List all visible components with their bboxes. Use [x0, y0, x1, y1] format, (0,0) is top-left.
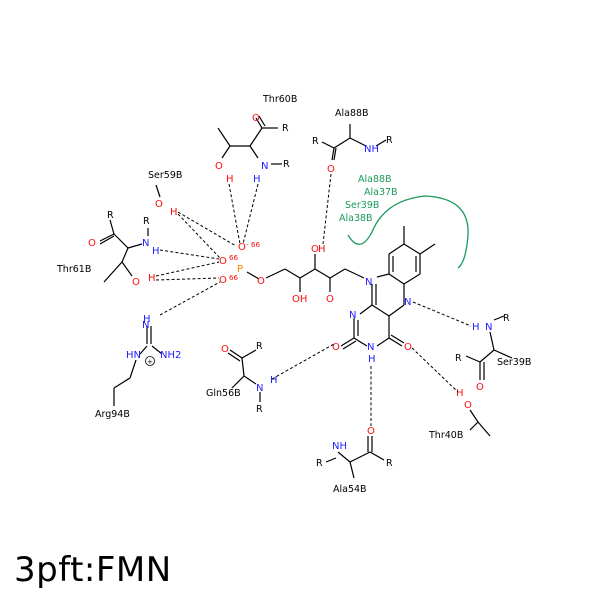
hydrophobic-residue-labels: Ala88B Ala37B Ser39B Ala38B: [339, 174, 398, 224]
hydrophobic-label-ala38b: Ala38B: [339, 213, 373, 224]
svg-text:O: O: [215, 161, 223, 172]
residue-label-thr60b: Thr60B: [262, 94, 297, 105]
phosphate-oxygen-1: O: [238, 242, 246, 253]
svg-text:O: O: [155, 199, 163, 210]
svg-text:R: R: [256, 341, 263, 352]
isoalloxazine-o2: O: [332, 342, 340, 353]
svg-text:O: O: [132, 277, 140, 288]
svg-text:O: O: [88, 238, 96, 249]
hydrophobic-label-ala88b: Ala88B: [358, 174, 392, 185]
isoalloxazine-n1: N: [349, 310, 356, 321]
residue-thr40b: H O Thr40B: [428, 388, 491, 441]
svg-text:R: R: [312, 136, 319, 147]
isoalloxazine-o4: O: [404, 342, 412, 353]
hydrophobic-contact-arc: [347, 195, 469, 269]
svg-text:N: N: [485, 322, 492, 333]
ribityl-carbonyl-oxygen: O: [326, 294, 334, 305]
positive-charge-marker: [145, 356, 155, 366]
ribityl-hydroxyl-1: OH: [292, 294, 307, 305]
svg-text:N: N: [142, 238, 149, 249]
residue-thr61b: R R O N H Thr61B O H: [56, 210, 160, 288]
residue-label-ser39b: Ser39B: [497, 357, 531, 368]
svg-text:R: R: [256, 404, 263, 415]
phosphorus-atom: P: [237, 264, 243, 275]
svg-text:N: N: [256, 383, 263, 394]
residue-ala54b: NH R O R Ala54B: [316, 426, 393, 495]
svg-text:O: O: [367, 426, 375, 437]
isoalloxazine-n3: N: [367, 342, 374, 353]
svg-text:O: O: [464, 400, 472, 411]
page-title: 3pft:FMN: [14, 550, 172, 590]
svg-text:R: R: [283, 159, 290, 170]
svg-text:H: H: [170, 207, 178, 218]
svg-text:H: H: [226, 174, 234, 185]
svg-text:NH2: NH2: [160, 350, 181, 361]
residue-label-thr61b: Thr61B: [56, 264, 91, 275]
ligand-atoms: P O - 66 O 66 O 66 O OH O H O N N N N H …: [219, 241, 412, 365]
phosphate-oxygen-3: O: [219, 275, 227, 286]
svg-text:O: O: [476, 382, 484, 393]
svg-text:R: R: [386, 135, 393, 146]
phosphate-ester-oxygen: O: [257, 276, 265, 287]
svg-text:R: R: [503, 313, 510, 324]
hydrophobic-label-ala37b: Ala37B: [364, 187, 398, 198]
residue-label-arg94b: Arg94B: [95, 409, 130, 420]
svg-text:HN: HN: [126, 350, 141, 361]
residue-label-ser59b: Ser59B: [148, 170, 182, 181]
residue-label-gln56b: Gln56B: [206, 388, 241, 399]
ligand-bonds: [246, 226, 436, 350]
svg-text:66: 66: [251, 241, 260, 249]
svg-text:NH: NH: [332, 441, 347, 452]
residue-ser39b: H N R R Ser39B O: [455, 313, 531, 393]
residue-label-thr40b: Thr40B: [428, 430, 463, 441]
svg-text:R: R: [386, 458, 393, 469]
hydrophobic-label-ser39b: Ser39B: [345, 200, 379, 211]
ribityl-hydroxyl-2-h: H: [318, 244, 326, 255]
svg-text:H: H: [148, 273, 156, 284]
svg-text:66: 66: [229, 274, 238, 282]
residue-gln56b: O R Gln56B N H R: [206, 341, 278, 415]
svg-text:+: +: [147, 358, 153, 366]
ribityl-hydroxyl-2: O: [311, 244, 319, 255]
hydrogen-bonds: [155, 173, 472, 426]
svg-text:H: H: [152, 246, 160, 257]
svg-text:O: O: [221, 344, 229, 355]
isoalloxazine-n10: N: [365, 277, 372, 288]
svg-text:R: R: [143, 216, 150, 227]
isoalloxazine-n5: N: [404, 297, 411, 308]
phosphate-oxygen-2: O: [219, 256, 227, 267]
svg-text:66: 66: [229, 254, 238, 262]
svg-text:H: H: [253, 174, 261, 185]
svg-text:R: R: [107, 210, 114, 221]
svg-text:O: O: [327, 164, 335, 175]
svg-text:H: H: [472, 322, 480, 333]
svg-text:N: N: [142, 320, 149, 331]
svg-text:O: O: [252, 113, 260, 124]
svg-text:H: H: [270, 375, 278, 386]
isoalloxazine-n3-h: H: [368, 354, 376, 365]
residue-label-ala54b: Ala54B: [333, 484, 367, 495]
svg-text:N: N: [261, 161, 268, 172]
residue-arg94b: H N HN NH2 + Arg94B: [95, 314, 181, 420]
svg-text:H: H: [143, 314, 151, 325]
svg-text:R: R: [316, 458, 323, 469]
svg-text:H: H: [456, 388, 464, 399]
svg-text:R: R: [282, 123, 289, 134]
residue-ser59b: Ser59B O H: [148, 170, 182, 218]
residue-thr60b: Thr60B O R O H N H R: [215, 94, 297, 185]
svg-text:R: R: [455, 353, 462, 364]
svg-text:NH: NH: [364, 144, 379, 155]
phosphate-charge-1: -: [246, 241, 249, 249]
residue-label-ala88b: Ala88B: [335, 108, 369, 119]
residue-ala88b-top: Ala88B R O NH R: [312, 108, 393, 175]
